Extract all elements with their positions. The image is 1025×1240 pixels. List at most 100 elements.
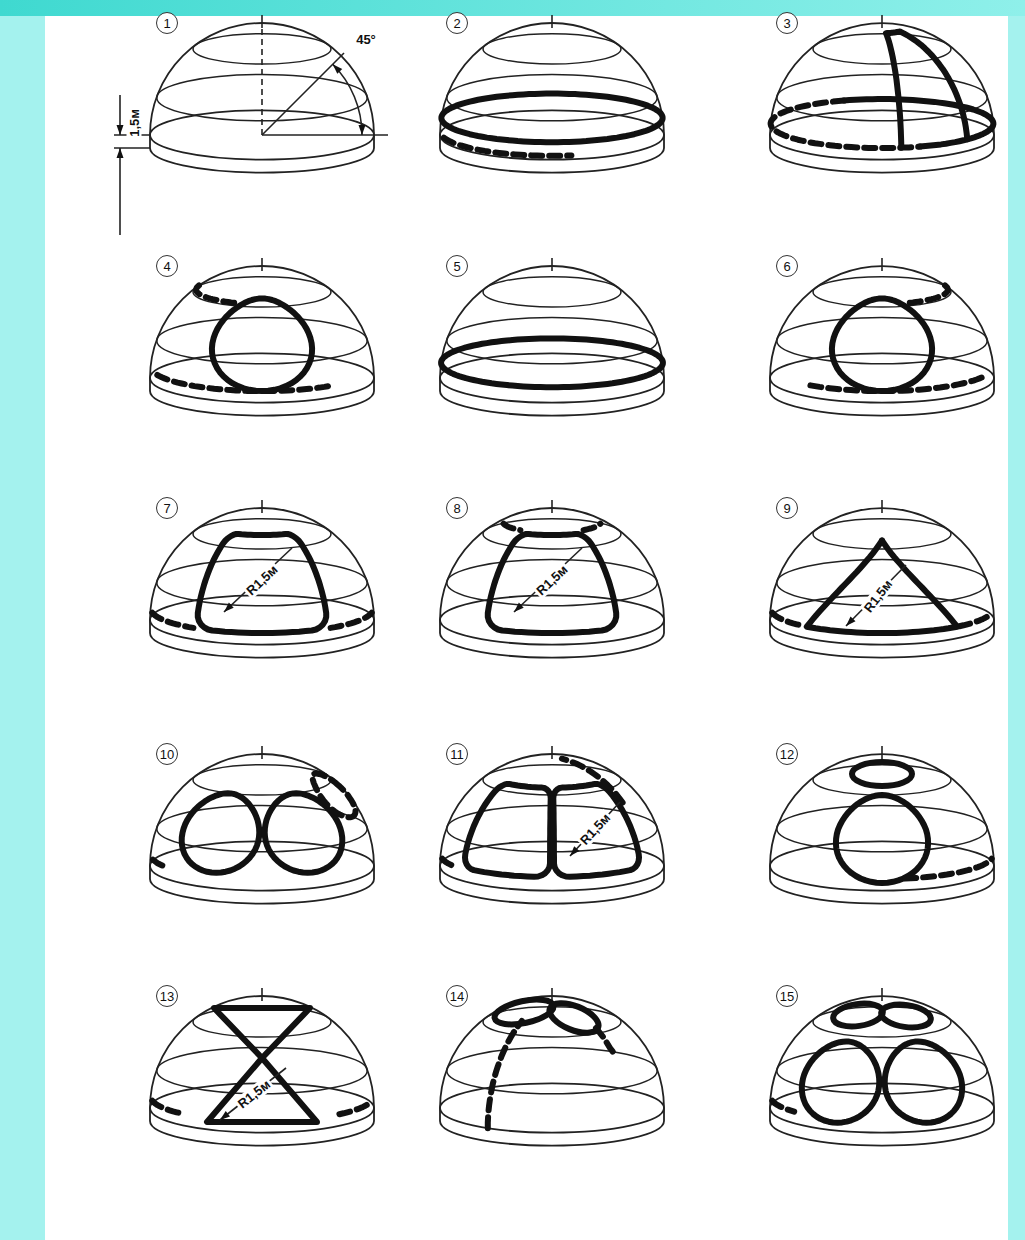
flight-path [465, 784, 551, 877]
dome-base [770, 353, 994, 402]
construction-line [220, 1068, 286, 1120]
hidden-flight-path [905, 859, 992, 879]
dome-base [440, 1083, 664, 1132]
construction-line [551, 15, 553, 28]
base-slab [440, 620, 664, 658]
flight-path [832, 298, 932, 391]
arrow-head [846, 616, 856, 626]
arrow-head [359, 125, 366, 135]
flight-path [492, 995, 555, 1029]
hidden-flight-path [152, 613, 193, 628]
latitude-line [447, 559, 657, 605]
arrow-head [117, 148, 124, 158]
radius-dimension: R1,5м [233, 1075, 275, 1112]
flight-path [441, 338, 663, 387]
latitude-line [813, 34, 951, 64]
dome-base [150, 595, 374, 644]
figure-number: 10 [156, 743, 178, 765]
construction-line [333, 64, 362, 135]
hidden-flight-path [488, 1021, 522, 1128]
construction-line [881, 988, 883, 1001]
construction-line [224, 548, 292, 612]
figure-number: 1 [156, 12, 178, 34]
figure-number: 3 [776, 12, 798, 34]
arrow-head [514, 603, 524, 612]
radius-dimension: R1,5м [576, 809, 615, 849]
figure-number: 13 [156, 985, 178, 1007]
construction-line [514, 548, 582, 612]
construction-line [846, 565, 906, 626]
latitude-line [813, 765, 951, 795]
hidden-flight-path [157, 375, 333, 391]
figure-number: 15 [776, 985, 798, 1007]
base-slab [440, 378, 664, 416]
construction-line [261, 258, 263, 271]
construction-line [551, 988, 553, 1001]
construction-line [881, 500, 883, 513]
construction-line [881, 258, 883, 271]
flight-path [852, 762, 912, 786]
radius-dimension: R1,5м [242, 561, 282, 600]
figure-number: 6 [776, 255, 798, 277]
flight-path [214, 1008, 310, 1058]
hidden-flight-path [596, 1028, 616, 1056]
hidden-flight-path [959, 613, 991, 626]
flight-path [198, 534, 326, 633]
base-slab [770, 1108, 994, 1146]
flight-path [886, 31, 967, 147]
figure-number: 9 [776, 497, 798, 519]
base-slab [150, 866, 374, 904]
latitude-line [777, 317, 987, 363]
arrow-head [220, 1111, 230, 1120]
figure-number: 7 [156, 497, 178, 519]
figure-number: 11 [446, 743, 468, 765]
construction-line [261, 500, 263, 513]
construction-line [881, 15, 883, 28]
radius-dimension: R1,5м [532, 561, 572, 600]
construction-line [551, 500, 553, 513]
latitude-line [483, 765, 621, 795]
dome-outline [770, 266, 994, 378]
construction-line [261, 746, 263, 759]
dome-base [440, 595, 664, 644]
hidden-flight-path [584, 524, 601, 530]
flight-path [885, 1042, 963, 1123]
hidden-flight-path [339, 1101, 371, 1114]
construction-line [881, 746, 883, 759]
flight-path [844, 99, 994, 147]
arrow-head [570, 846, 579, 856]
dome-outline [770, 754, 994, 866]
latitude-line [447, 1047, 657, 1093]
dome-outline [770, 23, 994, 135]
dome-outline [150, 23, 374, 135]
arrow-head [333, 64, 343, 74]
flight-path [182, 793, 260, 873]
flight-path [488, 534, 616, 633]
dome-outline [440, 508, 664, 620]
latitude-line [813, 277, 951, 307]
dome-outline [440, 266, 664, 378]
hidden-flight-path [196, 282, 234, 302]
hidden-flight-path [772, 613, 804, 626]
dome-outline [150, 508, 374, 620]
flight-path [553, 784, 639, 877]
flight-path [545, 997, 602, 1039]
dome-outline [150, 266, 374, 378]
hidden-flight-path [772, 1101, 794, 1112]
height-dimension: 1,5м [127, 107, 142, 139]
construction-line [261, 26, 263, 135]
dome-base [770, 110, 994, 159]
figure-number: 8 [446, 497, 468, 519]
flight-path [441, 94, 662, 143]
angle-dimension: 45° [354, 32, 378, 47]
latitude-line [483, 277, 621, 307]
flight-path [207, 1058, 317, 1122]
arrow-head [117, 125, 124, 135]
hidden-flight-path [331, 613, 372, 628]
construction-line [261, 15, 263, 28]
flight-path [212, 298, 312, 391]
construction-line [551, 258, 553, 271]
dome-outline [440, 23, 664, 135]
figure-number: 14 [446, 985, 468, 1007]
